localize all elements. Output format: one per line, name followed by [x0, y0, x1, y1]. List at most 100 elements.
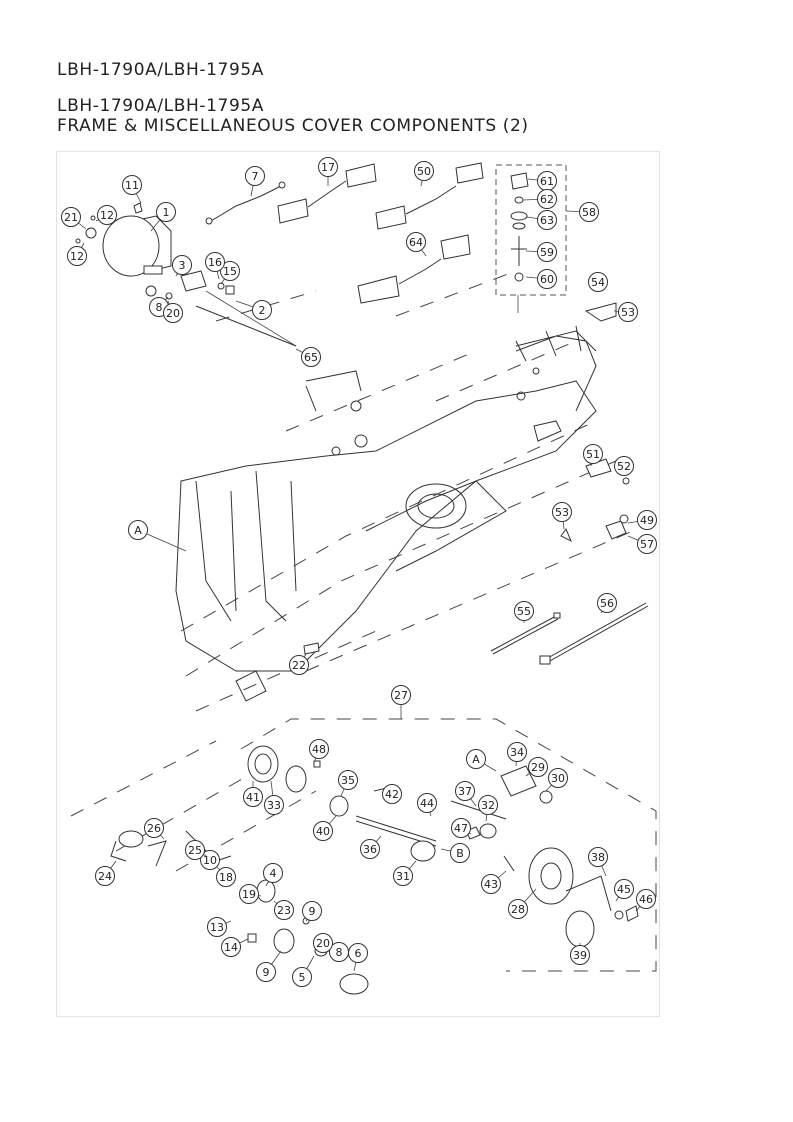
callout-36: 36 — [360, 835, 382, 859]
callout-3: 3 — [172, 255, 192, 277]
diagram-frame — [56, 151, 660, 1017]
callout-circle — [614, 456, 634, 476]
callout-label: 38 — [591, 851, 605, 864]
callout-A: A — [466, 749, 497, 772]
callout-label: 56 — [600, 597, 614, 610]
callout-circle — [185, 840, 205, 860]
callout-label: 9 — [263, 966, 270, 979]
callout-circle — [466, 749, 486, 769]
callout-label: 57 — [640, 538, 654, 551]
callout-circle — [318, 157, 338, 177]
callout-label: 23 — [277, 904, 291, 917]
callout-label: 11 — [125, 179, 139, 192]
callout-24: 24 — [95, 860, 117, 886]
callout-circle — [597, 593, 617, 613]
callout-5: 5 — [292, 955, 315, 987]
callout-26: 26 — [144, 818, 165, 840]
callout-42: 42 — [382, 784, 402, 804]
callout-57: 57 — [627, 534, 657, 554]
callout-circle — [614, 879, 634, 899]
callout-label: 20 — [316, 937, 330, 950]
callout-circle — [537, 242, 557, 262]
callout-59: 59 — [525, 242, 557, 262]
callout-43: 43 — [481, 870, 507, 894]
callout-label: 5 — [299, 971, 306, 984]
callout-label: B — [456, 847, 464, 860]
callout-1: 1 — [150, 202, 176, 232]
callout-label: 8 — [336, 946, 343, 959]
callout-circle — [220, 261, 240, 281]
callout-label: 42 — [385, 788, 399, 801]
callout-label: 39 — [573, 949, 587, 962]
callout-label: 48 — [312, 743, 326, 756]
callout-23: 23 — [273, 900, 294, 920]
callout-39: 39 — [570, 943, 590, 965]
callout-label: 26 — [147, 822, 161, 835]
callout-label: 47 — [454, 822, 468, 835]
callout-circle — [95, 866, 115, 886]
callout-46: 46 — [635, 889, 656, 912]
callout-52: 52 — [614, 456, 634, 476]
callout-circle — [636, 889, 656, 909]
callout-label: 18 — [219, 871, 233, 884]
callout-11: 11 — [122, 175, 142, 204]
callout-label: 49 — [640, 514, 654, 527]
callout-40: 40 — [313, 815, 337, 841]
callout-circle — [507, 742, 527, 762]
callout-61: 61 — [527, 171, 557, 191]
callout-9: 9 — [256, 950, 282, 982]
callout-label: 44 — [420, 797, 434, 810]
callout-label: 22 — [292, 659, 306, 672]
callout-circle — [360, 839, 380, 859]
callout-circle — [537, 210, 557, 230]
callout-label: 7 — [252, 170, 259, 183]
callout-65: 65 — [295, 347, 321, 367]
callout-circle — [97, 205, 117, 225]
callout-B: B — [440, 843, 470, 863]
callout-20: 20 — [313, 933, 333, 953]
callout-17: 17 — [318, 157, 338, 186]
callout-label: 54 — [591, 276, 605, 289]
callout-27: 27 — [391, 685, 411, 705]
right-brackets — [533, 281, 630, 543]
callout-50: 50 — [414, 161, 434, 187]
callout-circle — [618, 302, 638, 322]
callout-label: 63 — [540, 214, 554, 227]
callout-circle — [144, 818, 164, 838]
callout-label: 58 — [582, 206, 596, 219]
callout-label: 60 — [540, 273, 554, 286]
callout-label: 12 — [100, 209, 114, 222]
callout-7: 7 — [245, 166, 265, 197]
callout-circle — [338, 770, 358, 790]
callout-63: 63 — [526, 210, 557, 230]
callout-circle — [301, 347, 321, 367]
callout-12: 12 — [95, 205, 117, 225]
callout-circle — [256, 962, 276, 982]
callout-circle — [451, 818, 471, 838]
callout-label: 32 — [481, 799, 495, 812]
callout-label: 40 — [316, 825, 330, 838]
callout-label: 13 — [210, 921, 224, 934]
callout-22: 22 — [289, 653, 309, 675]
callout-circle — [588, 847, 608, 867]
callout-circle — [289, 655, 309, 675]
callout-label: 43 — [484, 878, 498, 891]
callout-circle — [172, 255, 192, 275]
callout-label: 52 — [617, 460, 631, 473]
lower-left-group — [110, 830, 369, 995]
exploded-parts-diagram: 1234567889910111212131415161718192020212… — [61, 157, 657, 995]
callout-circle — [393, 866, 413, 886]
callout-circle — [221, 937, 241, 957]
callout-21: 21 — [61, 207, 87, 230]
callout-30: 30 — [545, 768, 568, 792]
callout-circle — [128, 520, 148, 540]
callout-circle — [537, 189, 557, 209]
callout-A: A — [128, 520, 187, 552]
callout-label: 59 — [540, 246, 554, 259]
callout-circle — [414, 161, 434, 181]
callout-label: 62 — [540, 193, 554, 206]
callout-circle — [528, 757, 548, 777]
callout-circle — [61, 207, 81, 227]
callout-34: 34 — [507, 742, 527, 767]
cable-ties — [490, 602, 649, 665]
